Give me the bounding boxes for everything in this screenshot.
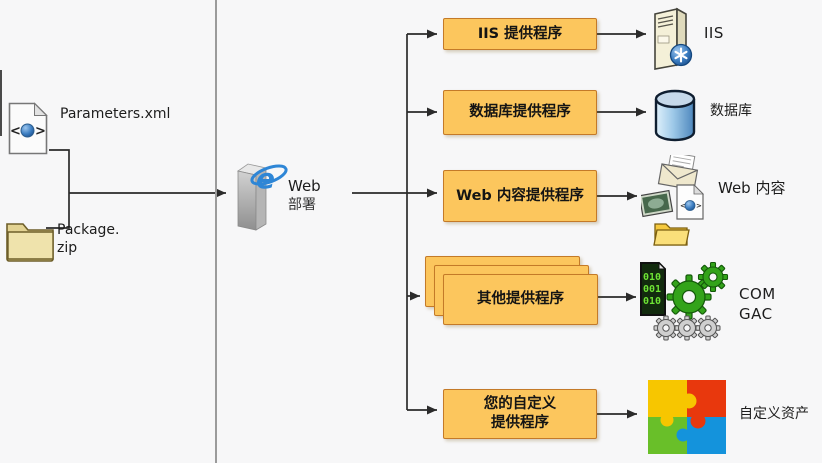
provider-box-custom-label-line2: 提供程序 bbox=[491, 415, 549, 431]
svg-text:>: > bbox=[35, 124, 46, 139]
provider-box-web-content-label: Web 内容提供程序 bbox=[456, 187, 584, 204]
ie-logo-icon: e bbox=[250, 162, 288, 195]
web-content-target-label: Web 内容 bbox=[718, 179, 786, 197]
image-icon bbox=[641, 189, 674, 218]
com-gac-target-label: COM GAC bbox=[739, 284, 776, 324]
svg-text:>: > bbox=[696, 202, 702, 210]
xml-doc-icon: < > bbox=[676, 184, 704, 220]
provider-box-other-label: 其他提供程序 bbox=[477, 291, 564, 308]
svg-text:<: < bbox=[10, 124, 21, 139]
edge-artifact-line bbox=[0, 70, 2, 136]
package-zip-label: Package. zip bbox=[57, 221, 119, 257]
iis-target-label: IIS bbox=[704, 24, 724, 42]
provider-box-database-label: 数据库提供程序 bbox=[469, 104, 571, 121]
small-gear-icon bbox=[697, 261, 729, 293]
provider-box-custom: 您的自定义 提供程序 bbox=[443, 389, 597, 439]
com-target-label: COM bbox=[739, 285, 776, 303]
package-zip-label-line2: zip bbox=[57, 240, 78, 256]
provider-box-other-stack: 其他提供程序 bbox=[425, 256, 598, 325]
web-content-icon: < > bbox=[641, 155, 704, 246]
web-deploy-label: Web 部署 bbox=[288, 177, 321, 215]
svg-text:010: 010 bbox=[643, 296, 661, 307]
custom-assets-target-label: 自定义资产 bbox=[739, 406, 809, 422]
provider-box-web-content: Web 内容提供程序 bbox=[443, 170, 597, 222]
database-icon bbox=[654, 89, 696, 142]
provider-box-other: 其他提供程序 bbox=[443, 274, 598, 325]
provider-box-database: 数据库提供程序 bbox=[443, 90, 597, 135]
folder-icon bbox=[6, 223, 54, 262]
package-zip-label-line1: Package. bbox=[57, 222, 120, 238]
web-deploy-label-line2: 部署 bbox=[288, 197, 316, 213]
svg-text:001: 001 bbox=[643, 284, 661, 295]
iis-server-icon bbox=[654, 7, 693, 70]
web-deploy-label-line1: Web bbox=[288, 177, 321, 195]
content-folder-icon bbox=[653, 223, 690, 246]
large-gear-icon bbox=[666, 274, 712, 320]
web-deploy-server-icon: e bbox=[237, 162, 288, 231]
provider-box-custom-label-line1: 您的自定义 bbox=[483, 396, 557, 413]
gray-gears-icon bbox=[653, 315, 721, 341]
provider-box-iis-label: IIS 提供程序 bbox=[477, 25, 563, 42]
divider-line bbox=[215, 0, 217, 463]
envelope-icon bbox=[657, 155, 699, 191]
xml-file-icon: < > bbox=[8, 102, 48, 155]
parameters-xml-label: Parameters.xml bbox=[60, 106, 171, 122]
svg-text:<: < bbox=[680, 202, 686, 210]
svg-text:010: 010 bbox=[643, 272, 661, 283]
provider-box-iis: IIS 提供程序 bbox=[443, 18, 597, 50]
puzzle-icon bbox=[648, 380, 726, 454]
gac-target-label: GAC bbox=[739, 305, 773, 323]
database-target-label: 数据库 bbox=[710, 103, 752, 119]
